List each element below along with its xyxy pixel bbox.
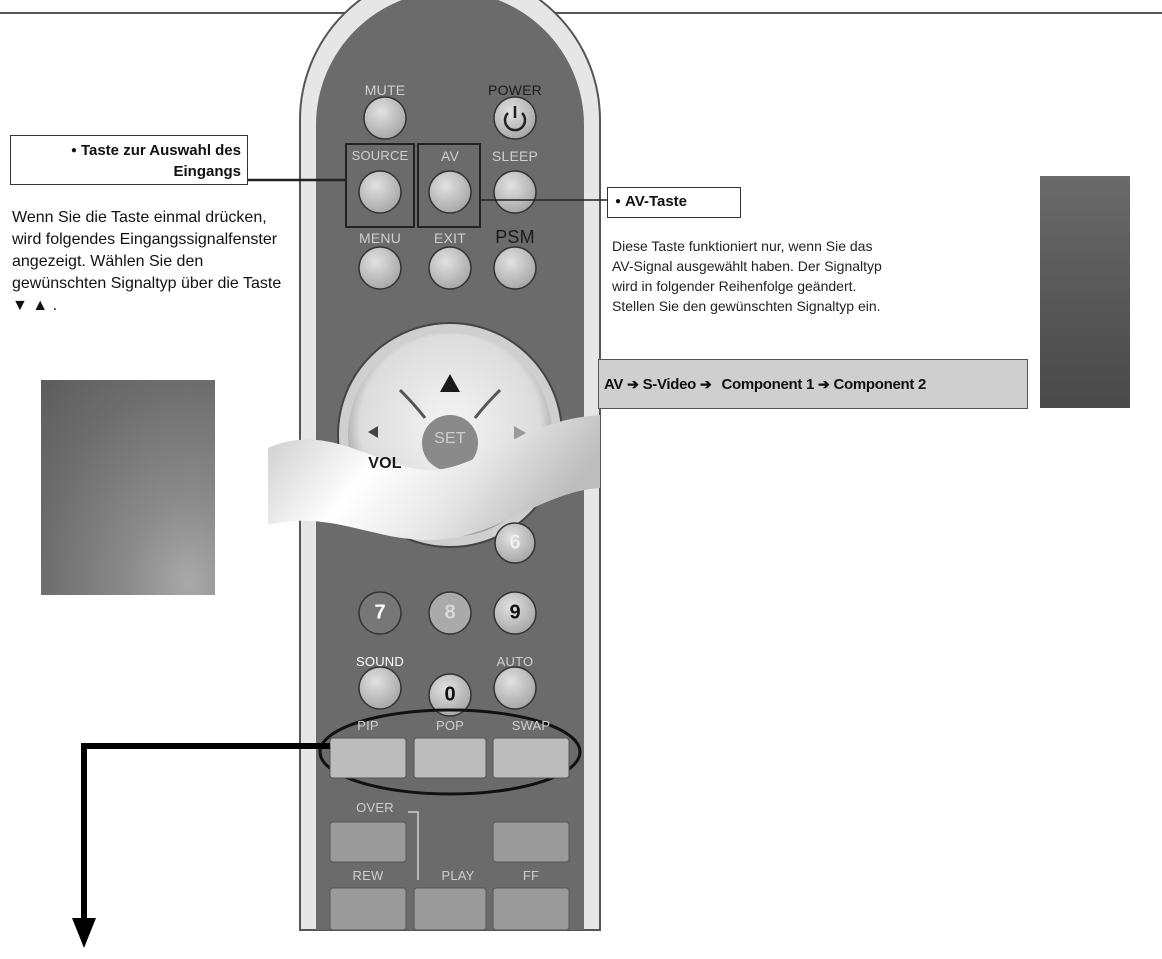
menu-button	[358, 246, 402, 290]
set-label: SET	[434, 430, 466, 447]
input-signal-window-image	[41, 380, 215, 595]
sleep-label: SLEEP	[491, 148, 539, 164]
av-button	[428, 170, 472, 214]
exit-button	[428, 246, 472, 290]
sleep-button	[493, 170, 537, 214]
pip-group-ellipse	[318, 708, 582, 796]
pop-label: POP	[435, 718, 465, 733]
set-button	[422, 415, 478, 471]
sound-button	[358, 666, 402, 710]
mute-label: MUTE	[364, 82, 406, 98]
break-wave	[268, 415, 600, 540]
swap-label: SWAP	[511, 718, 551, 733]
pip-label: PIP	[357, 718, 379, 733]
sequence-step: AV	[604, 375, 624, 393]
key-9	[493, 591, 537, 635]
swap-button	[492, 737, 570, 779]
ff-button	[492, 887, 570, 931]
right-arrow-icon: ➔	[818, 375, 830, 392]
av-highlight-box	[417, 143, 481, 228]
pip-pointer-arrowhead	[72, 918, 96, 948]
sequence-step: Component 1	[721, 375, 815, 393]
key-7-label: 7	[374, 601, 386, 624]
sequence-step: S-Video	[642, 375, 697, 393]
key-9-label: 9	[509, 601, 521, 624]
signal-preview-image	[1040, 176, 1130, 408]
power-icon	[503, 112, 527, 132]
key-0-label: 0	[444, 683, 456, 706]
pip-button	[329, 737, 407, 779]
top-rule	[0, 12, 1162, 14]
source-description-text: Wenn Sie die Taste einmal drücken, wird …	[12, 209, 282, 292]
auto-label: AUTO	[496, 654, 534, 669]
bullet-icon: ●	[70, 145, 77, 156]
av-callout-description: Diese Taste funktioniert nur, wenn Sie d…	[612, 236, 1012, 316]
av-callout-title: AV-Taste	[625, 193, 688, 210]
power-label: POWER	[488, 82, 542, 98]
menu-label: MENU	[358, 230, 402, 246]
signal-sequence-bar: AV ➔ S-Video ➔ Component 1 ➔ Component 2	[598, 359, 1028, 409]
av-description-line: Diese Taste funktioniert nur, wenn Sie d…	[612, 238, 873, 254]
key-8	[428, 591, 472, 635]
sequence-step: Component 2	[833, 375, 926, 393]
stop-button	[492, 821, 570, 863]
key-8-label: 8	[444, 601, 456, 624]
auto-button	[493, 666, 537, 710]
source-button-callout: ●Taste zur Auswahl des Eingangs	[10, 135, 248, 185]
av-label: AV	[440, 148, 460, 164]
rec-button	[329, 821, 407, 863]
av-description-line: wird in folgender Reihenfolge geändert.	[612, 278, 857, 294]
right-arrow-icon: ➔	[700, 375, 712, 392]
source-callout-description: Wenn Sie die Taste einmal drücken, wird …	[12, 207, 287, 317]
av-button-callout: ●AV-Taste	[607, 187, 741, 218]
source-callout-title-line2: Eingangs	[173, 163, 241, 180]
key-6-label: 6	[509, 531, 521, 554]
play-button	[413, 887, 487, 931]
source-callout-title-line1: Taste zur Auswahl des	[80, 142, 241, 159]
sound-label: SOUND	[356, 654, 404, 669]
ff-label: FF	[522, 868, 540, 883]
vol-label: VOL	[368, 455, 402, 472]
pip-pointer-arrow	[81, 743, 330, 925]
mute-button	[363, 96, 407, 140]
key-7	[358, 591, 402, 635]
av-description-line: AV-Signal ausgewählt haben. Der Signalty…	[612, 258, 882, 274]
key-0	[428, 673, 472, 717]
source-description-period: .	[52, 297, 58, 314]
rec-label: OVER	[356, 800, 394, 815]
psm-button	[493, 246, 537, 290]
right-arrow-icon: ➔	[627, 375, 639, 392]
av-description-line: Stellen Sie den gewünschten Signaltyp ei…	[612, 298, 881, 314]
source-highlight-box	[345, 143, 415, 228]
play-label: PLAY	[441, 868, 475, 883]
source-label: SOURCE	[351, 148, 409, 163]
rew-button	[329, 887, 407, 931]
dpad-left-arrow	[368, 426, 378, 438]
bullet-icon: ●	[615, 196, 622, 207]
rew-label: REW	[352, 868, 384, 883]
dpad-up-arrow	[440, 374, 460, 392]
pop-button	[413, 737, 487, 779]
dpad-right-arrow	[514, 426, 526, 440]
exit-label: EXIT	[434, 230, 466, 246]
key-6	[494, 522, 536, 564]
source-button	[358, 170, 402, 214]
psm-label: PSM	[495, 227, 535, 247]
down-up-arrow-icons: ▼ ▲	[12, 297, 49, 314]
